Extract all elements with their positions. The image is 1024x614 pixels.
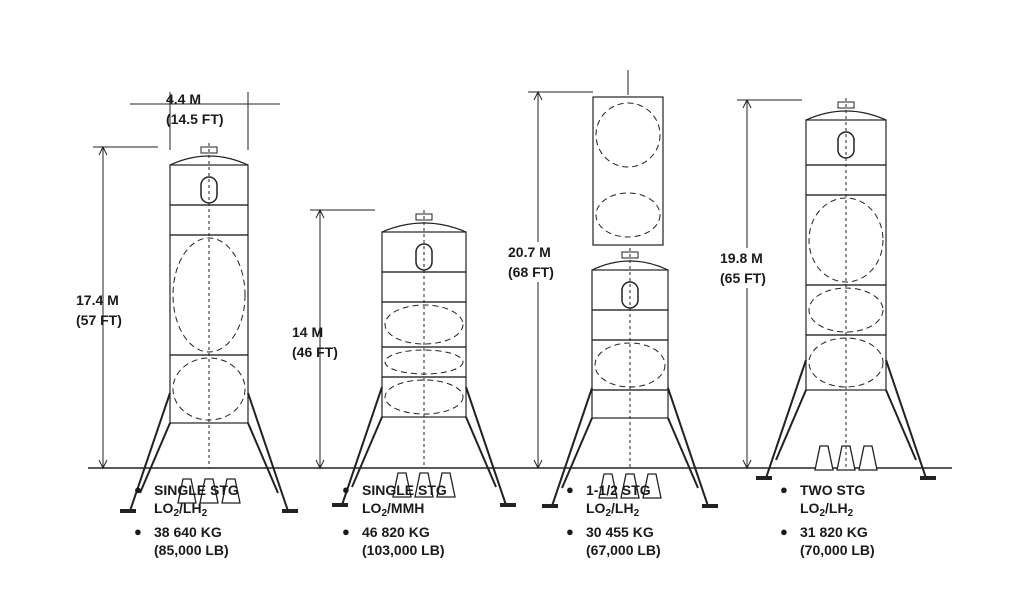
v1-height-ft: (57 FT) <box>76 312 122 328</box>
upper-drop-tank <box>592 70 664 246</box>
vehicle-caption: ● SINGLE STG LO2/LH2 ● 38 640 KG (85,000 L… <box>134 481 239 559</box>
propellant-tank-icon <box>808 287 884 333</box>
mass-kg: 31 820 KG <box>800 524 868 540</box>
engine-nozzle <box>814 445 834 471</box>
v3-height-m: 20.7 M <box>508 244 551 260</box>
engine-nozzle <box>858 445 878 471</box>
tank-section <box>592 96 664 246</box>
v4-height-m: 19.8 M <box>720 250 763 266</box>
stage-label: SINGLE STG <box>362 482 447 498</box>
hatch-icon <box>621 251 639 259</box>
v1-height-label: 17.4 M (57 FT) <box>76 290 122 330</box>
hatch-icon <box>837 101 855 109</box>
propellant-tank-icon <box>172 237 246 353</box>
footpad <box>120 509 136 513</box>
engine-nozzle <box>221 478 241 504</box>
landing-legs <box>551 387 709 507</box>
mass-lb: (70,000 LB) <box>800 542 875 558</box>
landing-legs <box>129 392 289 512</box>
v2-height-m: 14 M <box>292 324 324 340</box>
footpad <box>702 504 718 508</box>
bullet-icon: ● <box>342 482 350 497</box>
engine-nozzle <box>642 473 662 499</box>
engine-nozzle <box>436 472 456 498</box>
footpad <box>500 503 516 507</box>
v4-height-label: 19.8 M (65 FT) <box>720 248 766 288</box>
width-ft: (14.5 FT) <box>166 111 224 127</box>
lander-vehicle-2 <box>332 210 516 507</box>
bullet-icon: ● <box>780 524 788 539</box>
stage-label: SINGLE STG <box>154 482 239 498</box>
v2-height-label: 14 M (46 FT) <box>292 322 338 362</box>
engine-nozzle <box>177 478 197 504</box>
engine-nozzle <box>392 472 412 498</box>
hatch-icon <box>200 146 218 154</box>
bullet-icon: ● <box>566 524 574 539</box>
mass-kg: 46 820 KG <box>362 524 430 540</box>
footpad <box>920 476 936 480</box>
engine-nozzle <box>199 478 219 504</box>
lander-vehicle-4 <box>756 98 936 480</box>
propellant-label: LO2/LH2 <box>154 500 208 519</box>
footpad <box>542 504 558 508</box>
engine-nozzle <box>414 472 434 498</box>
lander-vehicle-1 <box>120 143 298 513</box>
bullet-icon: ● <box>134 482 142 497</box>
vehicle-caption: ● SINGLE STG LO2/MMH ● 46 820 KG (103,000 … <box>342 481 447 559</box>
mass-lb: (103,000 LB) <box>362 542 445 558</box>
footpad <box>282 509 298 513</box>
width-dimension-label: 4.4 M (14.5 FT) <box>166 89 224 129</box>
propellant-label: LO2/LH2 <box>586 500 640 519</box>
v4-height-ft: (65 FT) <box>720 270 766 286</box>
width-m: 4.4 M <box>166 91 202 107</box>
engine-nozzle <box>620 473 640 499</box>
propellant-label: LO2/MMH <box>362 500 425 519</box>
stage-label: 1-1/2 STG <box>586 482 651 498</box>
engine-nozzle <box>598 473 618 499</box>
mass-kg: 30 455 KG <box>586 524 654 540</box>
v1-height-m: 17.4 M <box>76 292 119 308</box>
vehicle-caption: ● TWO STG LO2/LH2 ● 31 820 KG (70,000 LB) <box>780 481 875 559</box>
propellant-tank-icon <box>595 102 661 168</box>
v3-height-ft: (68 FT) <box>508 264 554 280</box>
v3-height-label: 20.7 M (68 FT) <box>508 242 554 282</box>
vehicle-caption: ● 1-1/2 STG LO2/LH2 ● 30 455 KG (67,000 LB… <box>566 481 661 559</box>
propellant-tank-icon <box>384 304 464 345</box>
propellant-tank-icon <box>808 197 884 283</box>
footpad <box>756 476 772 480</box>
hatch-icon <box>415 213 433 221</box>
landing-legs <box>341 386 507 506</box>
lander-vehicle-3 <box>542 248 718 508</box>
mass-lb: (67,000 LB) <box>586 542 661 558</box>
propellant-label: LO2/LH2 <box>800 500 854 519</box>
mass-lb: (85,000 LB) <box>154 542 229 558</box>
landing-legs <box>765 359 927 479</box>
v2-height-ft: (46 FT) <box>292 344 338 360</box>
mass-kg: 38 640 KG <box>154 524 222 540</box>
stage-label: TWO STG <box>800 482 866 498</box>
bullet-icon: ● <box>134 524 142 539</box>
propellant-tank-icon <box>595 192 661 238</box>
bullet-icon: ● <box>566 482 574 497</box>
bullet-icon: ● <box>780 482 788 497</box>
footpad <box>332 503 348 507</box>
bullet-icon: ● <box>342 524 350 539</box>
